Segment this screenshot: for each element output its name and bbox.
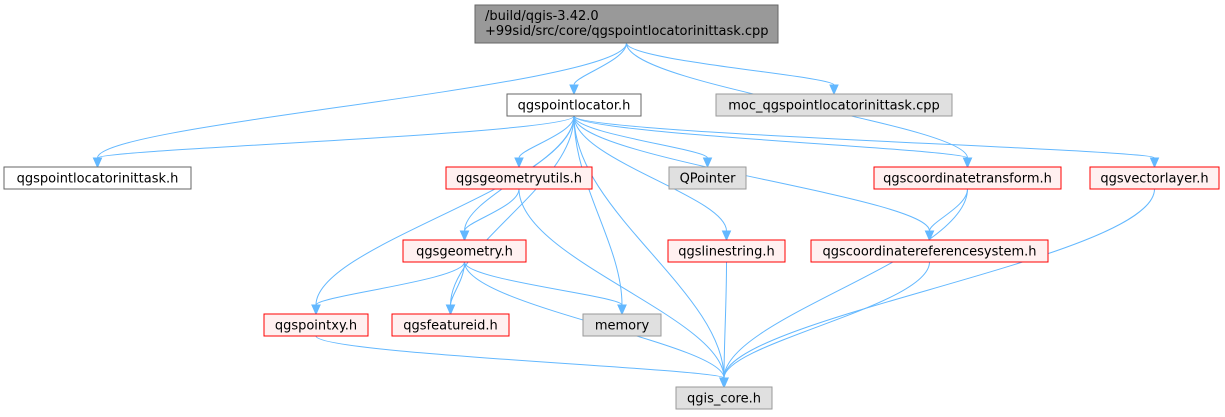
edge-pointxy-to-qgiscore: [315, 335, 725, 379]
node-label-pointxy: qgspointxy.h: [275, 319, 357, 334]
node-box-crs: [810, 239, 1049, 263]
node-pointxy[interactable]: qgspointxy.h: [263, 313, 369, 337]
node-box-coordtransform: [873, 166, 1062, 190]
node-moc: moc_qgspointlocatorinittask.cpp: [715, 93, 953, 117]
edge-geometry-to-pointxy: [315, 261, 465, 306]
node-box-qgspointlocator: [506, 93, 642, 117]
node-label-coordtransform: qgscoordinatetransform.h: [883, 172, 1052, 187]
node-label-qgspointlocator: qgspointlocator.h: [518, 99, 631, 114]
node-label-inittask: qgspointlocatorinittask.h: [17, 172, 179, 187]
node-label-featureid: qgsfeatureid.h: [403, 319, 497, 334]
edge-qgspointlocator-to-pointxy: [315, 115, 575, 306]
arrowhead-qpointer: [702, 157, 713, 169]
node-box-memory: [582, 313, 662, 337]
arrowhead-geometryutils: [514, 157, 524, 169]
node-box-linestring: [667, 239, 786, 263]
edge-geometryutils-to-qgiscore: [518, 188, 725, 379]
edge-root-to-moc: [626, 42, 835, 86]
node-root: /build/qgis-3.42.0+99sid/src/core/qgspoi…: [474, 4, 779, 44]
arrowhead-coordtransform: [962, 157, 973, 169]
node-qpointer: QPointer: [668, 166, 747, 190]
node-label-moc: moc_qgspointlocatorinittask.cpp: [728, 99, 939, 114]
node-linestring[interactable]: qgslinestring.h: [667, 239, 786, 263]
edge-qgspointlocator-to-inittask: [97, 115, 575, 159]
node-box-vectorlayer: [1089, 166, 1220, 190]
node-geometry[interactable]: qgsgeometry.h: [402, 239, 527, 263]
node-vectorlayer[interactable]: qgsvectorlayer.h: [1089, 166, 1220, 190]
node-qgspointlocator[interactable]: qgspointlocator.h: [506, 93, 642, 117]
edge-coordtransform-to-crs: [929, 188, 968, 232]
node-label-root-line-2: +99sid/src/core/qgspointlocatorinittask.…: [485, 24, 769, 39]
arrowhead-vectorlayer: [1149, 157, 1160, 169]
node-label-vectorlayer: qgsvectorlayer.h: [1100, 172, 1208, 187]
arrowhead-qgspointlocator: [569, 84, 579, 96]
node-memory: memory: [582, 313, 662, 337]
edge-root-to-inittask: [97, 42, 627, 159]
edge-qgspointlocator-to-vectorlayer: [573, 115, 1155, 159]
edge-qgspointlocator-to-memory: [573, 115, 623, 306]
edge-qgspointlocator-to-featureid: [450, 115, 575, 306]
arrowhead-qgiscore: [719, 377, 729, 389]
arrowhead-memory: [617, 304, 627, 316]
node-box-geometry: [402, 239, 527, 263]
node-inittask[interactable]: qgspointlocatorinittask.h: [3, 166, 192, 190]
arrowhead-moc: [829, 84, 839, 96]
edges-layer: [92, 42, 1160, 389]
edge-qgspointlocator-to-geometryutils: [518, 115, 575, 159]
node-featureid[interactable]: qgsfeatureid.h: [391, 313, 510, 337]
node-label-geometryutils: qgsgeometryutils.h: [456, 172, 582, 187]
node-label-linestring: qgslinestring.h: [678, 245, 774, 260]
node-geometryutils[interactable]: qgsgeometryutils.h: [445, 166, 593, 190]
edge-geometryutils-to-geometry: [464, 188, 520, 232]
node-qgiscore: qgis_core.h: [675, 386, 773, 410]
node-box-featureid: [391, 313, 510, 337]
node-label-root-line-1: /build/qgis-3.42.0: [485, 9, 599, 24]
node-label-crs: qgscoordinatereferencesystem.h: [822, 245, 1036, 260]
edge-crs-to-qgiscore: [723, 261, 930, 379]
arrowhead-featureid: [445, 304, 456, 316]
edge-geometry-to-memory: [464, 261, 623, 306]
node-box-pointxy: [263, 313, 369, 337]
arrowhead-geometry: [459, 230, 470, 242]
node-coordtransform[interactable]: qgscoordinatetransform.h: [873, 166, 1062, 190]
arrowhead-inittask: [92, 157, 103, 169]
node-box-root: [474, 4, 779, 44]
edge-root-to-qgspointlocator: [573, 42, 627, 86]
node-box-qpointer: [668, 166, 747, 190]
edge-qgspointlocator-to-crs: [573, 115, 930, 232]
node-box-geometryutils: [445, 166, 593, 190]
node-box-moc: [715, 93, 953, 117]
edge-qgspointlocator-to-coordtransform: [573, 115, 968, 159]
arrowhead-crs: [924, 230, 935, 242]
arrowhead-linestring: [721, 230, 732, 242]
edge-coordtransform-to-qgiscore: [723, 188, 968, 379]
edge-geometry-to-featureid: [450, 261, 465, 306]
node-label-memory: memory: [595, 319, 650, 334]
edge-linestring-to-qgiscore: [723, 261, 727, 379]
node-label-qpointer: QPointer: [680, 172, 737, 187]
node-label-geometry: qgsgeometry.h: [416, 245, 513, 260]
edge-qgspointlocator-to-qpointer: [573, 115, 708, 159]
node-label-qgiscore: qgis_core.h: [687, 392, 761, 407]
nodes-layer: /build/qgis-3.42.0+99sid/src/core/qgspoi…: [3, 4, 1220, 410]
node-crs[interactable]: qgscoordinatereferencesystem.h: [810, 239, 1049, 263]
arrowhead-pointxy: [311, 304, 321, 316]
node-box-inittask: [3, 166, 192, 190]
node-box-qgiscore: [675, 386, 773, 410]
edge-qgspointlocator-to-linestring: [573, 115, 727, 232]
edge-vectorlayer-to-qgiscore: [723, 188, 1155, 379]
edge-qgspointlocator-to-qgiscore: [573, 115, 725, 379]
